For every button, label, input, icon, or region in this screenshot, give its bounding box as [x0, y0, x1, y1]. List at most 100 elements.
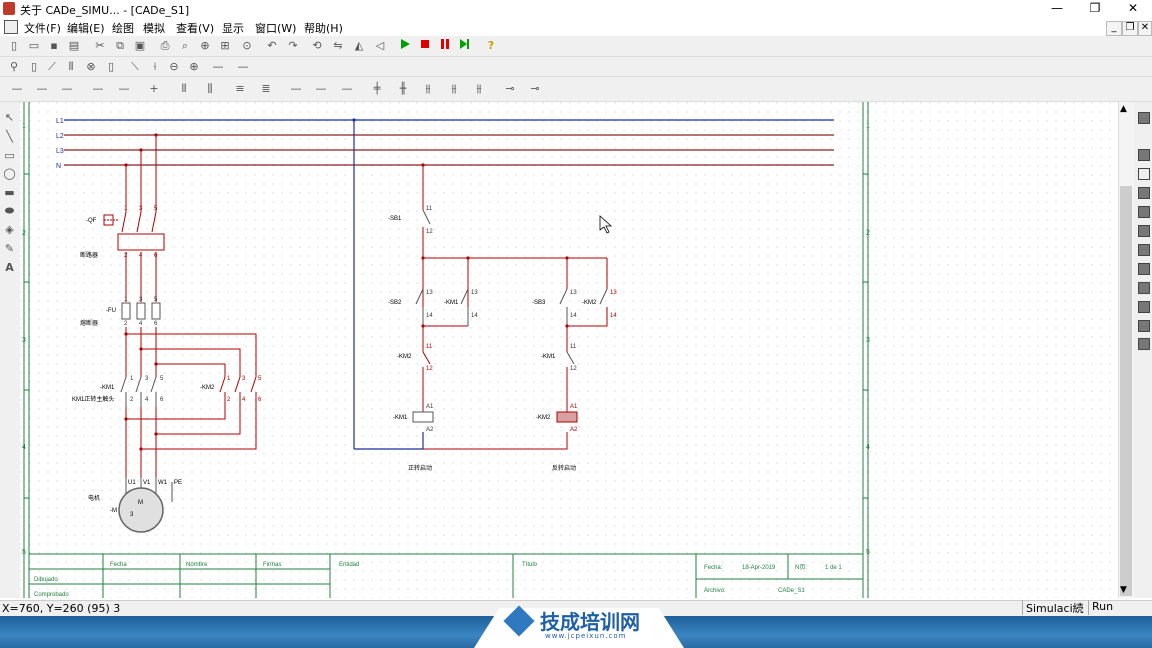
panel-btn-2[interactable]: [1138, 149, 1150, 161]
scrollbar-thumb[interactable]: [1120, 186, 1132, 596]
mdi-restore-button[interactable]: ❐: [1122, 21, 1138, 36]
bus-h3-icon[interactable]: ≡: [235, 82, 245, 95]
scroll-up-icon[interactable]: ▲: [1120, 104, 1127, 114]
contact-nc-icon[interactable]: ⟊: [153, 60, 157, 73]
cross5-icon[interactable]: ⫵: [476, 82, 482, 95]
contactor-icon[interactable]: ▯: [107, 60, 115, 73]
filled-ellipse-icon[interactable]: ⬬: [4, 204, 15, 217]
redo-icon[interactable]: ↷: [288, 39, 298, 52]
motor-symbol[interactable]: [118, 487, 164, 533]
menu-draw[interactable]: 绘图: [112, 22, 134, 35]
wire-h2-icon[interactable]: —: [36, 82, 48, 95]
bus-3-icon[interactable]: ⦀: [181, 82, 187, 95]
panel-btn-7[interactable]: [1138, 244, 1150, 256]
minimize-button[interactable]: —: [1051, 1, 1063, 15]
contact-no-icon[interactable]: ⟍: [131, 60, 139, 73]
breaker-icon[interactable]: ⫴: [68, 60, 74, 73]
undo-icon[interactable]: ↶: [267, 39, 277, 52]
km2-main-contacts[interactable]: [219, 376, 257, 407]
menu-edit[interactable]: 编辑(E): [67, 22, 105, 35]
panel-btn-12[interactable]: [1138, 338, 1150, 350]
flip-icon[interactable]: ◭: [354, 39, 364, 52]
panel-btn-5[interactable]: [1138, 206, 1150, 218]
wire-long-icon[interactable]: —: [237, 60, 249, 73]
arrow-icon[interactable]: ◁: [375, 39, 385, 52]
rectangle-tool-icon[interactable]: ▭: [4, 149, 15, 162]
wire-short-icon[interactable]: —: [212, 60, 224, 73]
panel-btn-10[interactable]: [1138, 301, 1150, 313]
schematic-svg[interactable]: 1 2 3 4 5 1 2 3 4 5 L1 L2 L3 N: [20, 102, 1118, 598]
wire-h3-icon[interactable]: —: [61, 82, 73, 95]
motor-icon[interactable]: ⊕: [189, 60, 199, 73]
app-icon[interactable]: [3, 2, 15, 15]
zoom-fit-icon[interactable]: ⊞: [220, 39, 230, 52]
coil-km2[interactable]: [556, 411, 578, 423]
print-preview-icon[interactable]: ⎙: [160, 39, 170, 52]
panel-btn-1[interactable]: [1138, 112, 1150, 124]
bus-h3b-icon[interactable]: ≣: [261, 82, 271, 95]
restore-button[interactable]: ❐: [1089, 1, 1101, 15]
wire-h5-icon[interactable]: —: [118, 82, 130, 95]
cross2-icon[interactable]: ╫: [399, 82, 407, 95]
coil-km1[interactable]: [412, 411, 434, 423]
line-a-icon[interactable]: —: [290, 82, 302, 95]
copy-icon[interactable]: ⧉: [116, 39, 124, 52]
stop-icon[interactable]: [418, 39, 432, 53]
run-icon[interactable]: [398, 39, 412, 53]
menu-simulate[interactable]: 模拟: [143, 22, 165, 35]
print-icon[interactable]: ▤: [68, 39, 80, 52]
find-icon[interactable]: ⌕: [181, 39, 189, 52]
menu-window[interactable]: 窗口(W): [255, 22, 297, 35]
scroll-down-icon[interactable]: ▼: [1120, 585, 1127, 595]
lamp-icon[interactable]: ⊖: [169, 60, 179, 73]
close-button[interactable]: ✕: [1127, 1, 1139, 15]
cross3-icon[interactable]: ⫵: [425, 82, 431, 95]
breaker-qf[interactable]: [103, 211, 165, 251]
document-icon[interactable]: [4, 20, 18, 34]
terminal-icon[interactable]: ⚲: [9, 60, 19, 73]
menu-display[interactable]: 显示: [222, 22, 244, 35]
panel-btn-11[interactable]: [1138, 320, 1150, 332]
line-b-icon[interactable]: —: [315, 82, 327, 95]
ellipse-tool-icon[interactable]: ◯: [3, 167, 16, 180]
cross4-icon[interactable]: ⫵: [451, 82, 457, 95]
panel-btn-6[interactable]: [1138, 225, 1150, 237]
step-icon[interactable]: [458, 39, 472, 53]
mdi-minimize-button[interactable]: _: [1106, 21, 1122, 36]
mirror-icon[interactable]: ⇋: [333, 39, 343, 52]
filled-rect-icon[interactable]: ▬: [4, 186, 15, 199]
cross-icon[interactable]: ╪: [373, 82, 381, 95]
panel-btn-8[interactable]: [1138, 263, 1150, 275]
connector-b-icon[interactable]: ⊸: [530, 82, 540, 95]
fill-tool-icon[interactable]: ◈: [5, 223, 14, 236]
connector-a-icon[interactable]: ⊸: [505, 82, 515, 95]
control-contacts[interactable]: [415, 209, 608, 365]
wire-h-icon[interactable]: —: [11, 82, 23, 95]
pause-icon[interactable]: [438, 39, 452, 53]
menu-file[interactable]: 文件(F): [24, 22, 61, 35]
save-icon[interactable]: ▪: [50, 39, 58, 52]
help-icon[interactable]: ?: [487, 39, 495, 52]
relay-icon[interactable]: ⊗: [86, 60, 96, 73]
line-c-icon[interactable]: —: [341, 82, 353, 95]
panel-btn-4[interactable]: [1138, 187, 1150, 199]
zoom-area-icon[interactable]: ⊙: [242, 39, 252, 52]
menu-view[interactable]: 查看(V): [176, 22, 215, 35]
select-arrow-icon[interactable]: ↖: [4, 111, 15, 124]
fuse-fu[interactable]: [121, 302, 161, 320]
open-file-icon[interactable]: ▭: [28, 39, 40, 52]
bus-3b-icon[interactable]: ⫼: [207, 82, 213, 95]
junction-icon[interactable]: +: [149, 82, 159, 95]
paste-icon[interactable]: ▣: [134, 39, 146, 52]
zoom-icon[interactable]: ⊕: [200, 39, 210, 52]
new-file-icon[interactable]: ▯: [10, 39, 18, 52]
km1-main-contacts[interactable]: [120, 376, 157, 407]
cut-icon[interactable]: ✂: [95, 39, 105, 52]
fuse-icon[interactable]: ▯: [30, 60, 38, 73]
rotate-icon[interactable]: ⟲: [312, 39, 322, 52]
wire-h4-icon[interactable]: —: [92, 82, 104, 95]
menu-help[interactable]: 帮助(H): [304, 22, 343, 35]
pen-tool-icon[interactable]: ✎: [4, 242, 15, 255]
panel-btn-3[interactable]: [1138, 168, 1150, 180]
panel-btn-9[interactable]: [1138, 282, 1150, 294]
